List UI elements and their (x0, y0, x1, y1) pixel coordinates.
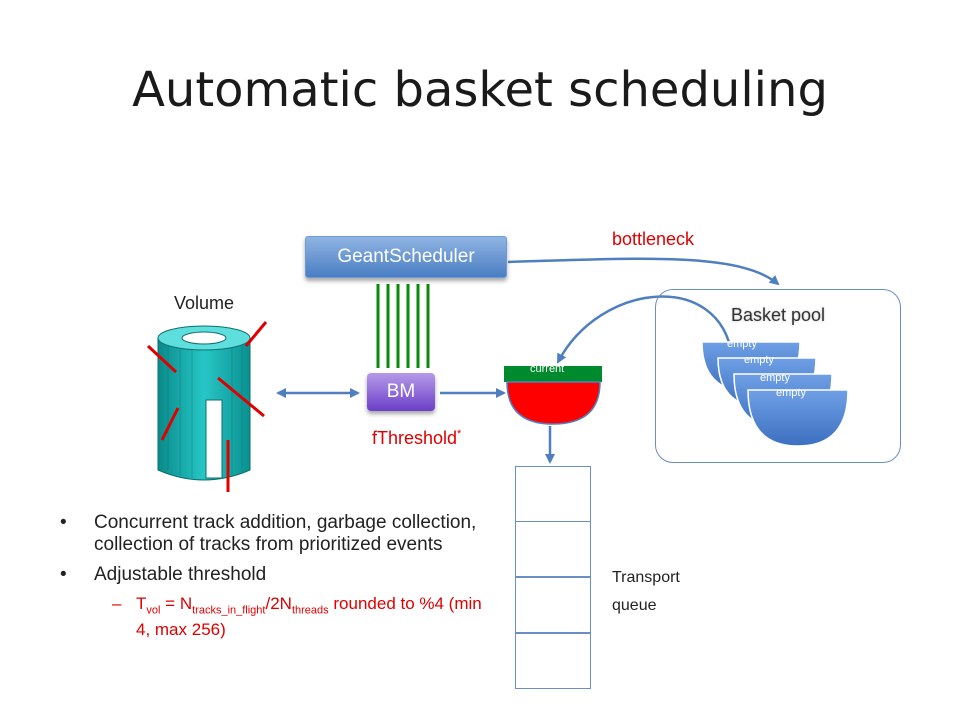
pool-basket-label: empty (727, 338, 757, 350)
volume-cylinder-icon (157, 325, 251, 481)
basket-manager-box: BM (367, 373, 435, 411)
threshold-formula: –Tvol = Ntracks_in_flight/2Nthreads roun… (112, 594, 482, 640)
bottleneck-label: bottleneck (612, 229, 695, 249)
bullet-list: •Concurrent track addition, garbage coll… (60, 512, 500, 639)
queue-slot (515, 633, 591, 689)
basket-pool-label: Basket pool (730, 305, 826, 325)
pool-basket-label: empty (760, 372, 790, 384)
threshold-label: fThreshold* (372, 428, 462, 448)
bullet-item: •Concurrent track addition, garbage coll… (60, 512, 477, 555)
bottleneck-arrow (507, 257, 780, 286)
current-label: current (530, 363, 565, 375)
queue-slot (515, 521, 591, 577)
scheduler-bm-links (376, 284, 430, 368)
pool-basket-label: empty (776, 387, 806, 399)
transport-queue-label: Transport queue (612, 569, 680, 614)
track-lines-icon (146, 321, 268, 492)
queue-slot (515, 577, 591, 633)
current-basket-icon (504, 366, 602, 425)
basket-pool-frame (655, 289, 901, 463)
volume-label: Volume (174, 293, 235, 313)
geant-scheduler-box: GeantScheduler (305, 236, 507, 278)
queue-slot (515, 466, 591, 522)
pool-baskets-icon (701, 341, 849, 447)
bullet-item: •Adjustable threshold (60, 564, 267, 585)
pool-current-arrow (556, 295, 734, 364)
slide-title: Automatic basket scheduling (132, 62, 828, 118)
pool-basket-label: empty (744, 354, 774, 366)
